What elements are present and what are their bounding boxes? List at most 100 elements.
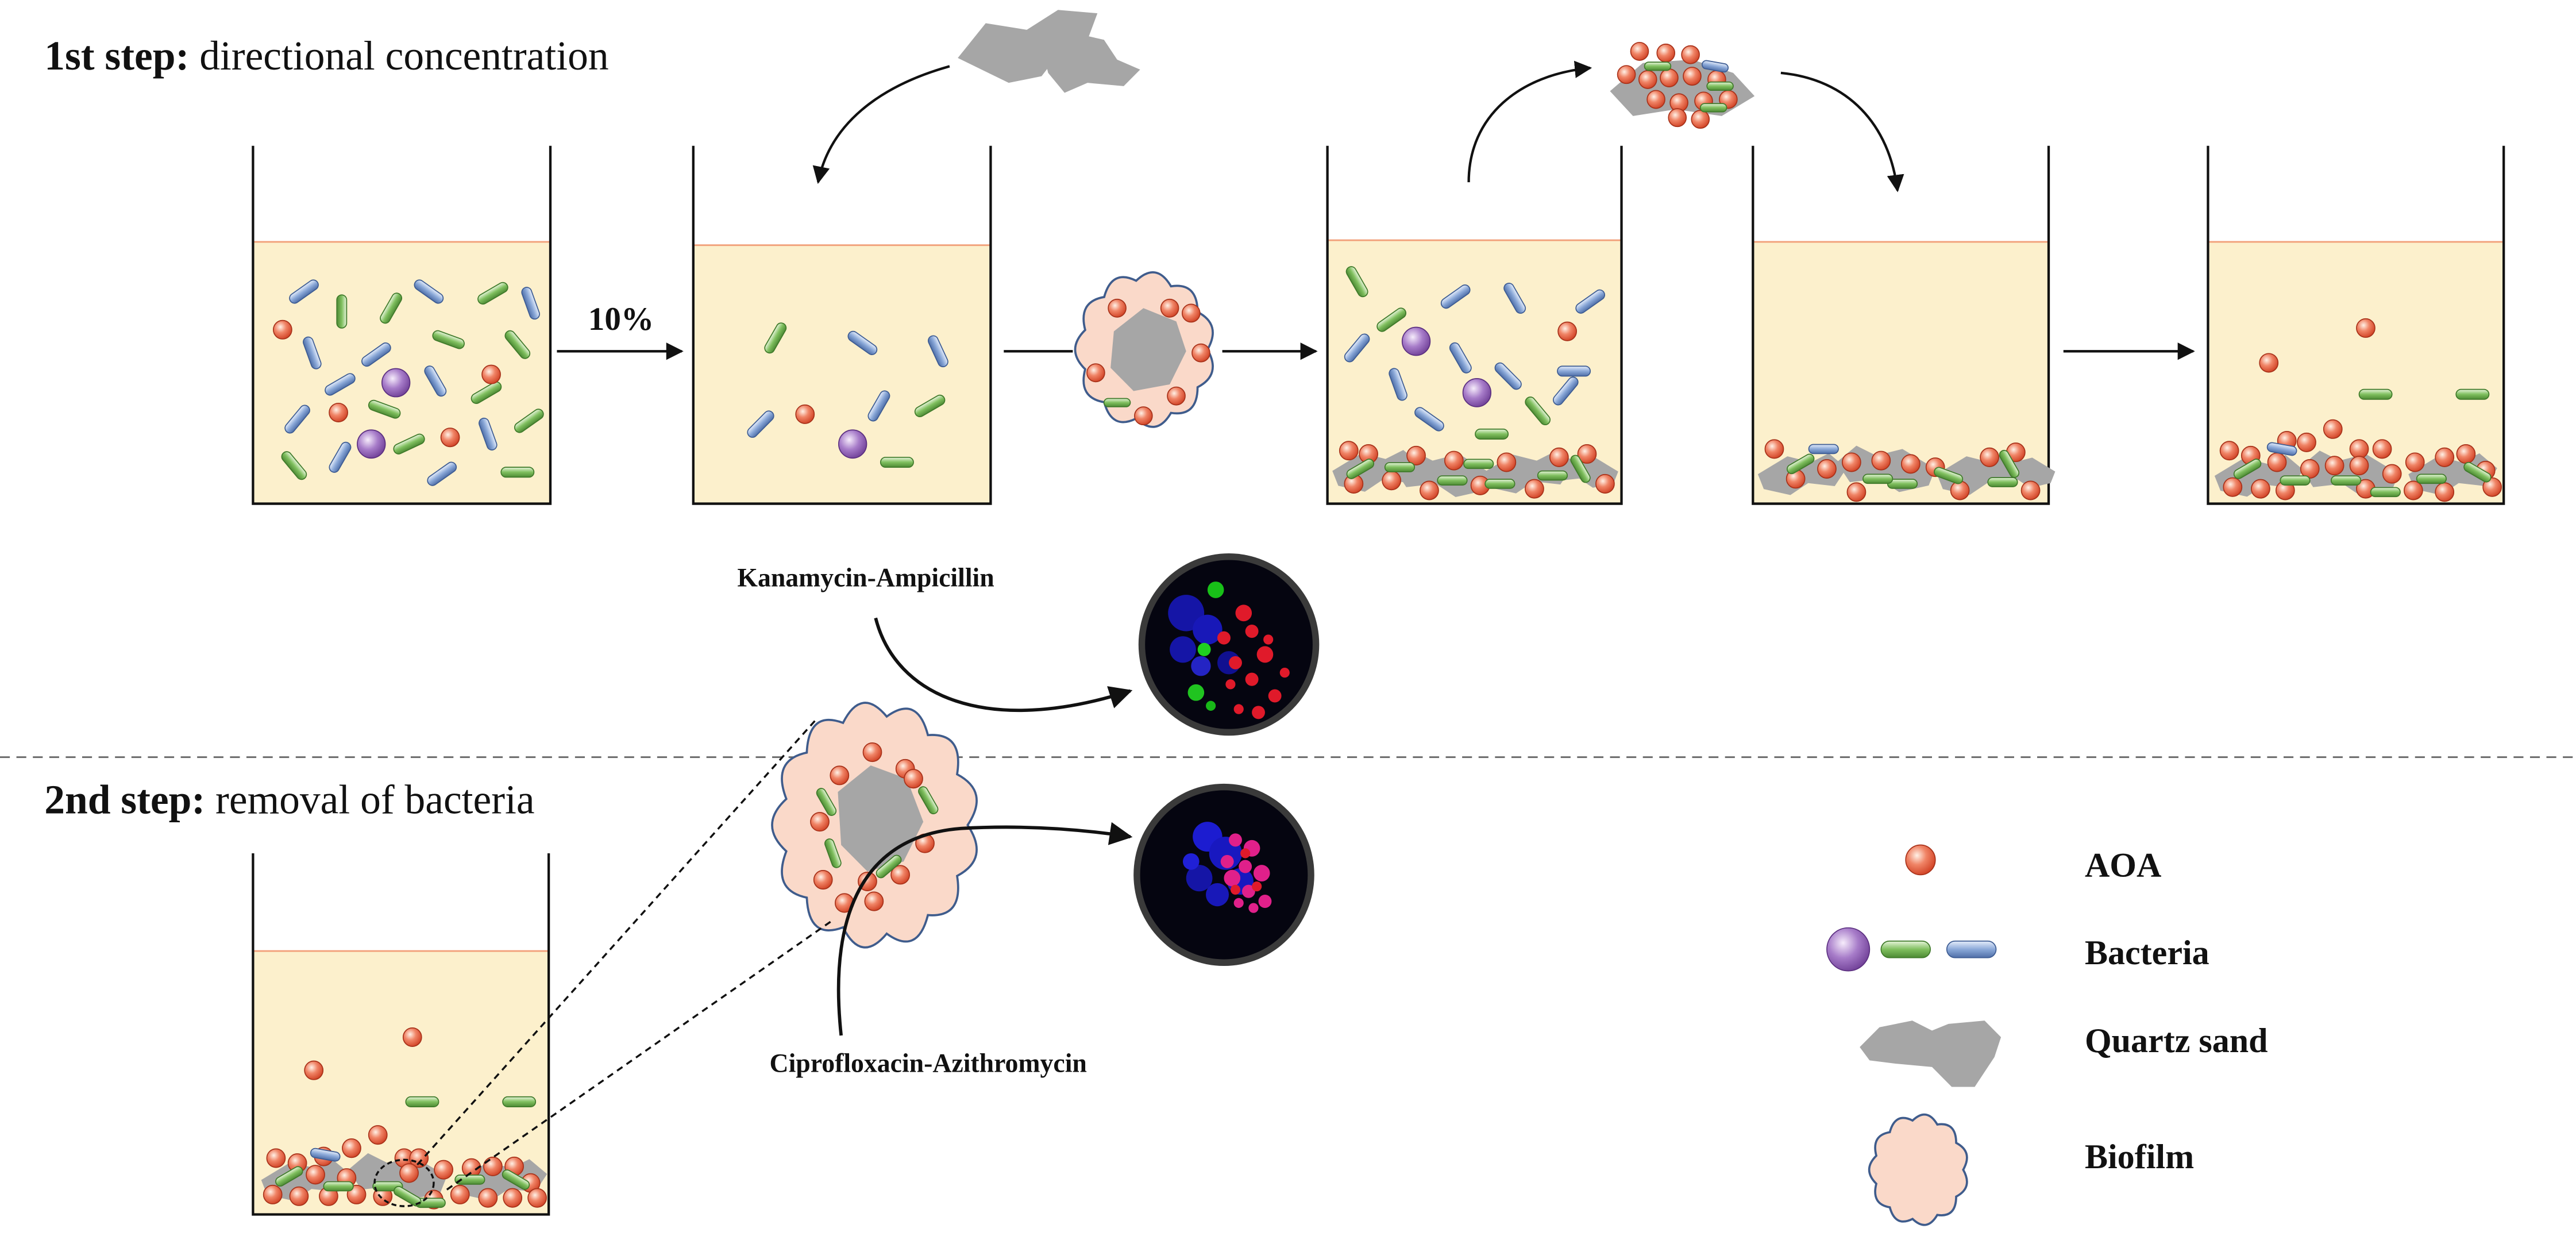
stain-magenta xyxy=(1229,833,1242,847)
aoa-cell xyxy=(2372,439,2392,459)
stain-blue xyxy=(1182,853,1200,870)
bacteria-rod-green xyxy=(1987,477,2018,487)
bacteria-coccus-purple xyxy=(838,429,867,459)
aoa-cell xyxy=(2219,441,2239,461)
micrograph-first xyxy=(1138,553,1320,736)
stain-green xyxy=(1207,582,1224,598)
aoa-cell xyxy=(1191,343,1210,363)
aoa-cell xyxy=(329,402,348,422)
stain-red xyxy=(1256,646,1274,663)
bacteria-rod-blue xyxy=(1552,376,1579,406)
aoa-cell xyxy=(1691,110,1710,129)
aoa-cell xyxy=(795,404,815,424)
aoa-cell xyxy=(1656,43,1676,63)
stain-blue xyxy=(1206,883,1229,907)
biofilm-particle-small xyxy=(1074,271,1214,428)
aoa-cell xyxy=(1617,65,1636,84)
beaker-outline xyxy=(252,853,550,1216)
aoa-cell xyxy=(1900,454,1921,474)
aoa-cell xyxy=(478,1188,498,1208)
aoa-cell xyxy=(1630,41,1649,61)
aoa-cell xyxy=(1577,444,1597,464)
bacteria-coccus-purple xyxy=(1401,326,1431,356)
beaker-enriched-aoa xyxy=(2207,145,2505,505)
aoa-cell xyxy=(1382,471,1402,491)
step2-text: removal of bacteria xyxy=(205,776,534,822)
beaker-outline xyxy=(1752,145,2050,505)
bacteria-rod-blue xyxy=(1494,362,1522,390)
aoa-cell xyxy=(2259,353,2279,373)
bacteria-rod-blue xyxy=(414,279,444,304)
bacteria-rod-blue xyxy=(1503,283,1526,314)
aoa-cell xyxy=(2382,464,2402,484)
stain-red xyxy=(1245,672,1259,686)
bacteria-rod-blue xyxy=(479,417,498,450)
aoa-cell xyxy=(1525,479,1544,499)
bacteria-rod-blue xyxy=(1575,289,1606,314)
biofilm-particle-large xyxy=(771,702,978,949)
bacteria-rod-green xyxy=(454,1175,485,1185)
bacteria-rod-blue xyxy=(310,1148,341,1162)
colonised-sand-transfer xyxy=(1610,41,1755,129)
arrow-treatment-first xyxy=(874,617,1133,713)
step2-heading: 2nd step: removal of bacteria xyxy=(44,776,534,822)
stain-red xyxy=(1230,884,1241,895)
aoa-cell xyxy=(263,1184,283,1204)
beaker-with-sand xyxy=(1326,145,1623,505)
arrow-sand-out xyxy=(1467,60,1592,183)
bacteria-rod-green xyxy=(500,467,535,478)
zoom-line-lower xyxy=(446,920,832,1191)
stain-red xyxy=(1225,679,1236,690)
bacteria-rod-green xyxy=(1934,467,1964,484)
aoa-cell xyxy=(2323,419,2343,439)
stain-red xyxy=(1229,656,1242,669)
bacteria-rod-blue xyxy=(521,287,540,320)
bacteria-rod-green xyxy=(1570,455,1591,483)
aoa-cell xyxy=(2020,480,2041,500)
bacteria-rod-green xyxy=(393,433,425,455)
bacteria-rod-blue xyxy=(361,342,391,367)
quartz-sand-grain xyxy=(1110,308,1186,391)
aoa-cell xyxy=(402,1027,422,1048)
bacteria-rod-green xyxy=(2370,487,2401,498)
stain-magenta xyxy=(1220,854,1234,868)
bacteria-rod-green xyxy=(368,399,401,419)
legend-label-aoa: AOA xyxy=(2085,846,2162,884)
aoa-cell xyxy=(306,1165,325,1185)
biofilm-matrix xyxy=(1868,1113,1968,1226)
arrow-sand-added xyxy=(812,65,950,184)
stain-blue xyxy=(1186,865,1213,892)
aoa-cell xyxy=(813,870,833,890)
aoa-cell xyxy=(1406,445,1426,465)
aoa-cell xyxy=(1681,45,1700,64)
arrow-sand-in xyxy=(1780,71,1904,192)
legend-label-bacteria: Bacteria xyxy=(2085,934,2209,972)
stain-blue xyxy=(1193,614,1223,645)
bacteria-rod-blue xyxy=(1557,365,1591,377)
stain-green xyxy=(1206,700,1216,711)
aoa-cell xyxy=(1557,321,1578,341)
aoa-cell xyxy=(1444,450,1464,471)
bacteria-rod-blue xyxy=(747,410,774,438)
bacteria-rod-green xyxy=(1484,479,1515,489)
aoa-cell xyxy=(503,1188,523,1208)
stain-red xyxy=(1268,689,1282,703)
aoa-cell xyxy=(890,865,910,885)
stain-blue xyxy=(1191,656,1211,676)
bacteria-rod-blue xyxy=(303,336,322,369)
aoa-cell xyxy=(2223,477,2243,497)
bacteria-rod-blue xyxy=(329,441,352,473)
aoa-cell xyxy=(2267,452,2287,472)
aoa-cell xyxy=(1950,480,1970,500)
bacteria-rod-green xyxy=(1525,396,1551,426)
stain-red xyxy=(1217,631,1231,645)
aoa-cell xyxy=(527,1188,547,1208)
beaker-outline xyxy=(692,145,992,505)
stain-red xyxy=(1263,634,1274,645)
bacteria-rod-green xyxy=(394,1185,422,1207)
bacteria-rod-green xyxy=(2455,388,2490,400)
stain-red xyxy=(1233,704,1244,714)
step1-text: directional concentration xyxy=(189,33,608,79)
aoa-cell xyxy=(1842,452,1861,472)
beaker-outline xyxy=(252,145,552,505)
